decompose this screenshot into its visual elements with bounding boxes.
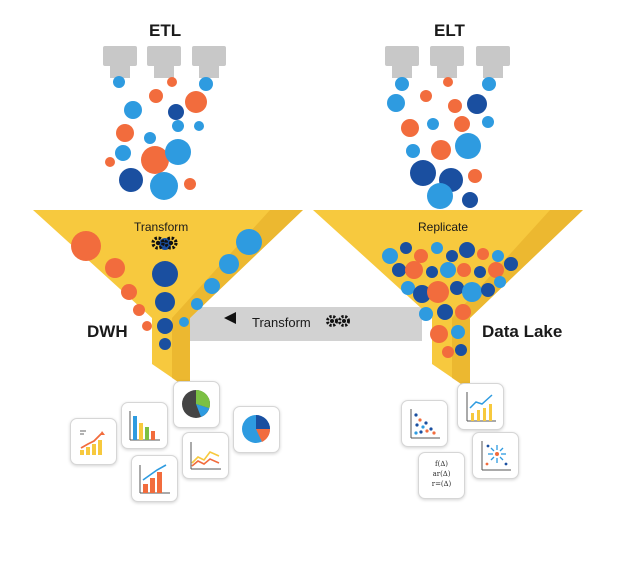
source-nozzles-right	[385, 46, 510, 78]
formula-line: r=(∆)	[431, 480, 452, 488]
area-chart-card	[182, 432, 229, 479]
pie-chart-icon	[182, 390, 210, 418]
star-scatter-icon	[481, 441, 511, 471]
nozzle	[476, 46, 510, 78]
source-nozzles-left	[103, 46, 226, 78]
elt-label: ELT	[434, 21, 465, 40]
line-chart-icon	[80, 430, 105, 455]
nozzle	[147, 46, 181, 78]
data-lake-label: Data Lake	[482, 322, 563, 341]
funnel-replicate-label: Replicate	[418, 220, 469, 234]
nozzle	[430, 46, 464, 78]
pie-chart-card	[173, 381, 220, 428]
trend-chart-icon	[466, 392, 496, 422]
nozzle	[103, 46, 137, 78]
etl-label: ETL	[149, 21, 182, 40]
bar-chart-card	[121, 402, 168, 449]
scatter-plot-icon	[410, 409, 440, 439]
dwh-label: DWH	[87, 322, 128, 341]
etl-transformed-data-bubbles	[71, 229, 262, 350]
elt-raw-data-bubbles	[387, 77, 496, 209]
formula-icon: f(∆) ar(∆) r=(∆)	[419, 453, 464, 489]
etl-raw-data-bubbles	[105, 76, 213, 200]
bar-chart-icon	[129, 411, 160, 441]
growth-chart-card	[131, 455, 178, 502]
gears-icon	[151, 236, 178, 250]
trend-chart-card	[457, 383, 504, 430]
formula-line: ar(∆)	[432, 470, 451, 478]
elt-funnel	[313, 210, 583, 390]
formula-card: f(∆) ar(∆) r=(∆)	[418, 452, 465, 499]
line-chart-card	[70, 418, 117, 465]
nozzle	[385, 46, 419, 78]
nozzle	[192, 46, 226, 78]
transform-pipe	[190, 307, 422, 341]
growth-chart-icon	[139, 464, 170, 494]
pie-chart-card-2	[233, 406, 280, 453]
left-arrow-icon	[224, 312, 236, 324]
pipe-transform-label: Transform	[252, 315, 311, 330]
area-chart-icon	[190, 442, 221, 470]
scatter-plot-card	[401, 400, 448, 447]
formula-line: f(∆)	[435, 460, 448, 468]
gears-icon	[326, 315, 350, 327]
pie-chart-icon	[242, 415, 271, 443]
funnel-transform-label: Transform	[134, 220, 189, 234]
star-scatter-card	[472, 432, 519, 479]
elt-replicated-data-bubbles	[382, 242, 518, 358]
